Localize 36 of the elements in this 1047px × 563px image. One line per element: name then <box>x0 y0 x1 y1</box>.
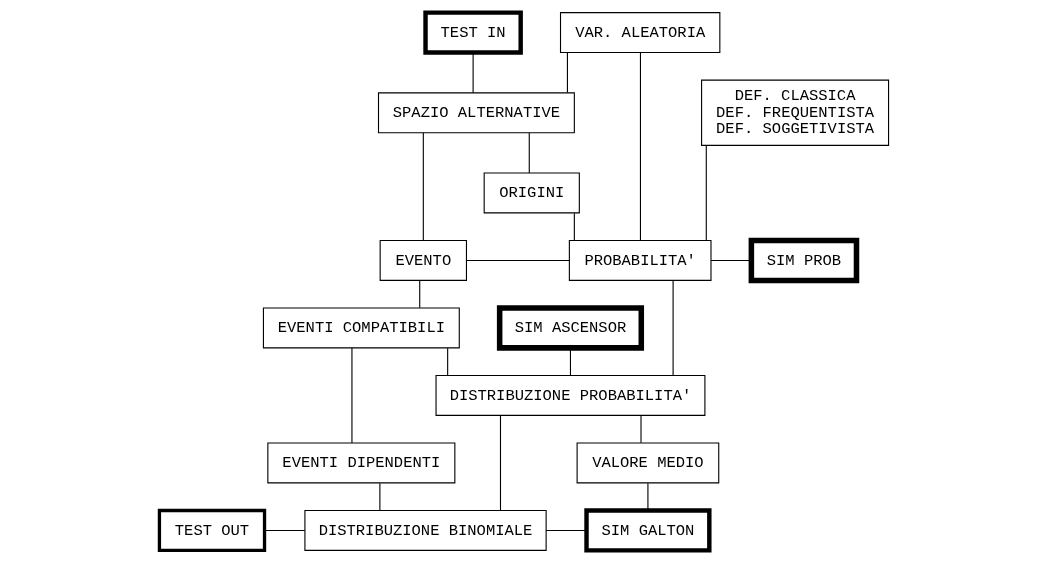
connector <box>710 259 752 262</box>
connector <box>472 52 474 94</box>
node-box: SIM PROB <box>748 237 859 284</box>
node-box: DISTRIBUZIONE BINOMIALE <box>303 509 547 551</box>
node-box: EVENTI DIPENDENTI <box>266 442 455 484</box>
connector <box>528 132 530 174</box>
connector <box>569 347 571 376</box>
connector <box>465 259 570 262</box>
connector <box>566 51 568 94</box>
connector <box>573 212 575 241</box>
connector <box>418 280 420 309</box>
connector <box>350 347 352 444</box>
node-box: VALORE MEDIO <box>576 442 719 484</box>
node-box: SPAZIO ALTERNATIVE <box>377 92 575 134</box>
node-box: EVENTO <box>379 240 467 281</box>
connector <box>263 529 305 531</box>
node-box: ORIGINI <box>483 172 580 214</box>
node-box: DISTRIBUZIONE PROBABILITA' <box>435 375 705 416</box>
connector <box>672 279 674 376</box>
node-box: PROBABILITA' <box>568 240 712 281</box>
connector <box>422 132 424 241</box>
connector <box>499 414 501 511</box>
node-box: TEST OUT <box>157 508 266 553</box>
connector <box>646 482 648 511</box>
connector <box>446 347 448 376</box>
node-box: TEST IN <box>422 10 523 55</box>
node-box: SIM GALTON <box>583 508 712 553</box>
connector <box>639 52 641 241</box>
node-box: SIM ASCENSOR <box>496 305 644 351</box>
connector <box>378 482 380 511</box>
node-box: EVENTI COMPATIBILI <box>262 307 460 349</box>
node-box: VAR. ALEATORIA <box>559 12 720 54</box>
connector <box>545 529 587 531</box>
node-box: DEF. CLASSICA DEF. FREQUENTISTA DEF. SOGGETIVISTA <box>700 79 889 146</box>
connector <box>639 415 642 444</box>
connector <box>705 145 707 242</box>
